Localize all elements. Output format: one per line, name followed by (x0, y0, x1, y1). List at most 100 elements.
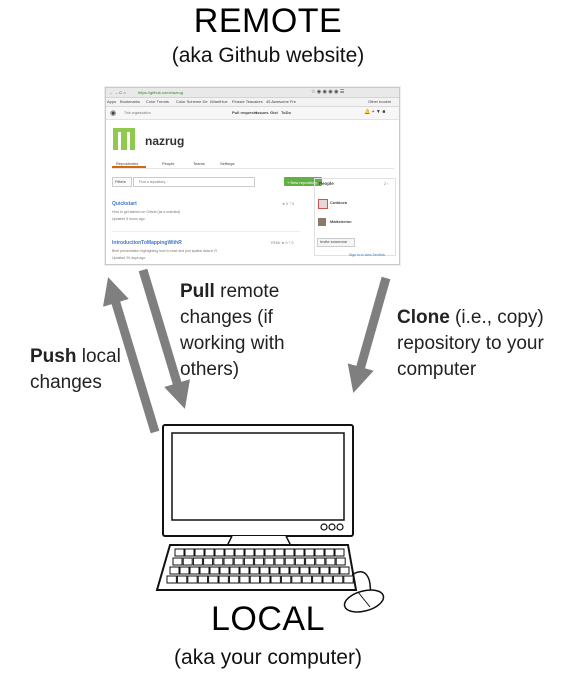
keyboard-key (239, 566, 250, 575)
keyboard-key (249, 575, 261, 584)
repo-name: Quickstart (112, 201, 137, 207)
keyboard-key (280, 575, 292, 584)
pull-arrow (138, 268, 191, 409)
address-bar: https://github.com/nazrug (138, 90, 183, 95)
keyboard-key (334, 548, 345, 557)
find-repo-input (133, 177, 255, 187)
keyboard-key (299, 566, 310, 575)
keyboard-key (270, 575, 281, 584)
keyboard-key (223, 557, 234, 566)
tab-repositories: Repositories (116, 161, 139, 166)
keyboard-key (174, 548, 185, 557)
clone-arrow (347, 276, 391, 393)
github-header: ◉ This organization Pull requests Issues… (106, 107, 399, 120)
keyboard-key (243, 557, 254, 566)
github-logo-icon: ◉ (110, 110, 117, 117)
keyboard-key (213, 557, 224, 566)
keyboard-key (312, 575, 323, 584)
keyboard-key (187, 575, 198, 584)
keyboard-key (192, 557, 203, 566)
keyboard-key (214, 548, 225, 557)
keyboard-key (219, 566, 230, 575)
keyboard-key (199, 566, 210, 575)
keyboard-key (305, 557, 316, 566)
keyboard-key (294, 548, 305, 557)
keyboard-key (166, 575, 177, 584)
keyboard-key (218, 575, 229, 584)
keyboard-key (329, 566, 340, 575)
keyboard-key (224, 548, 235, 557)
keyboard-key (244, 548, 255, 557)
keyboard-key (284, 557, 295, 566)
remote-title: REMOTE (193, 2, 343, 40)
keyboard-key (254, 557, 265, 566)
keyboard-key (179, 566, 190, 575)
keyboard-key (194, 548, 205, 557)
tab-teams: Teams (193, 161, 205, 166)
keyboard-key (239, 575, 250, 584)
active-tab-indicator (112, 166, 146, 168)
computer-icon (155, 424, 385, 613)
keyboard-key (274, 548, 285, 557)
keyboard-key (291, 575, 302, 584)
keyboard-key (204, 548, 215, 557)
tab-settings: Settings (220, 161, 235, 166)
keyboard-key (324, 548, 335, 557)
keyboard-key (269, 566, 280, 575)
avatar (318, 199, 328, 209)
filters-button (112, 177, 132, 187)
org-logo-icon (113, 128, 135, 150)
org-name: nazrug (145, 134, 185, 148)
clone-label: Clone (i.e., copy) repository to your co… (397, 307, 544, 380)
people-panel (314, 178, 396, 256)
keyboard-key (264, 548, 275, 557)
keyboard-key (284, 548, 295, 557)
repo-name: IntroductionToMappingWithR (112, 240, 182, 246)
keyboard-key (208, 575, 219, 584)
keyboard-key (254, 548, 265, 557)
keyboard-key (209, 566, 220, 575)
invite-button (317, 238, 355, 247)
keyboard-key (332, 575, 344, 584)
pull-label: Pull remote changes (if working with oth… (180, 281, 285, 380)
keyboard-key (314, 548, 325, 557)
keyboard-key (325, 557, 336, 566)
keyboard-key (233, 557, 244, 566)
push-label: Push local changes (30, 346, 121, 393)
keyboard-key (279, 566, 290, 575)
keyboard-key (339, 566, 350, 575)
keyboard-key (197, 575, 209, 584)
bookmarks-bar: Apps Bookmarks Color Trends Color Scheme… (106, 98, 399, 107)
keyboard-key (301, 575, 313, 584)
keyboard-key (309, 566, 320, 575)
remote-subtitle: (aka Github website) (171, 44, 365, 67)
tab-people: People (162, 161, 175, 166)
new-repo-button (284, 177, 322, 186)
keyboard-key (319, 566, 330, 575)
keyboard-key (189, 566, 200, 575)
keyboard-key (184, 548, 195, 557)
keyboard-key (169, 566, 180, 575)
avatar (318, 218, 326, 226)
keyboard-key (294, 557, 305, 566)
github-screenshot: ← → C ⌂ https://github.com/nazrug ☆ ◉ ◉ … (105, 87, 400, 265)
keyboard-key (182, 557, 193, 566)
keyboard-key (274, 557, 285, 566)
keyboard-key (322, 575, 333, 584)
keyboard-key (343, 575, 354, 584)
push-arrow (102, 277, 160, 434)
local-subtitle: (aka your computer) (174, 646, 362, 669)
keyboard-key (264, 557, 275, 566)
browser-toolbar: ← → C ⌂ https://github.com/nazrug ☆ ◉ ◉ … (106, 88, 399, 98)
keyboard-key (203, 557, 214, 566)
keyboard-key (172, 557, 183, 566)
keyboard-key (335, 557, 346, 566)
keyboard-key (234, 548, 245, 557)
keyboard-key (289, 566, 300, 575)
keyboard-key (249, 566, 260, 575)
keyboard-key (315, 557, 326, 566)
keyboard-key (176, 575, 188, 584)
keyboard-key (304, 548, 315, 557)
keyboard-key (229, 566, 240, 575)
keyboard-key (259, 566, 270, 575)
